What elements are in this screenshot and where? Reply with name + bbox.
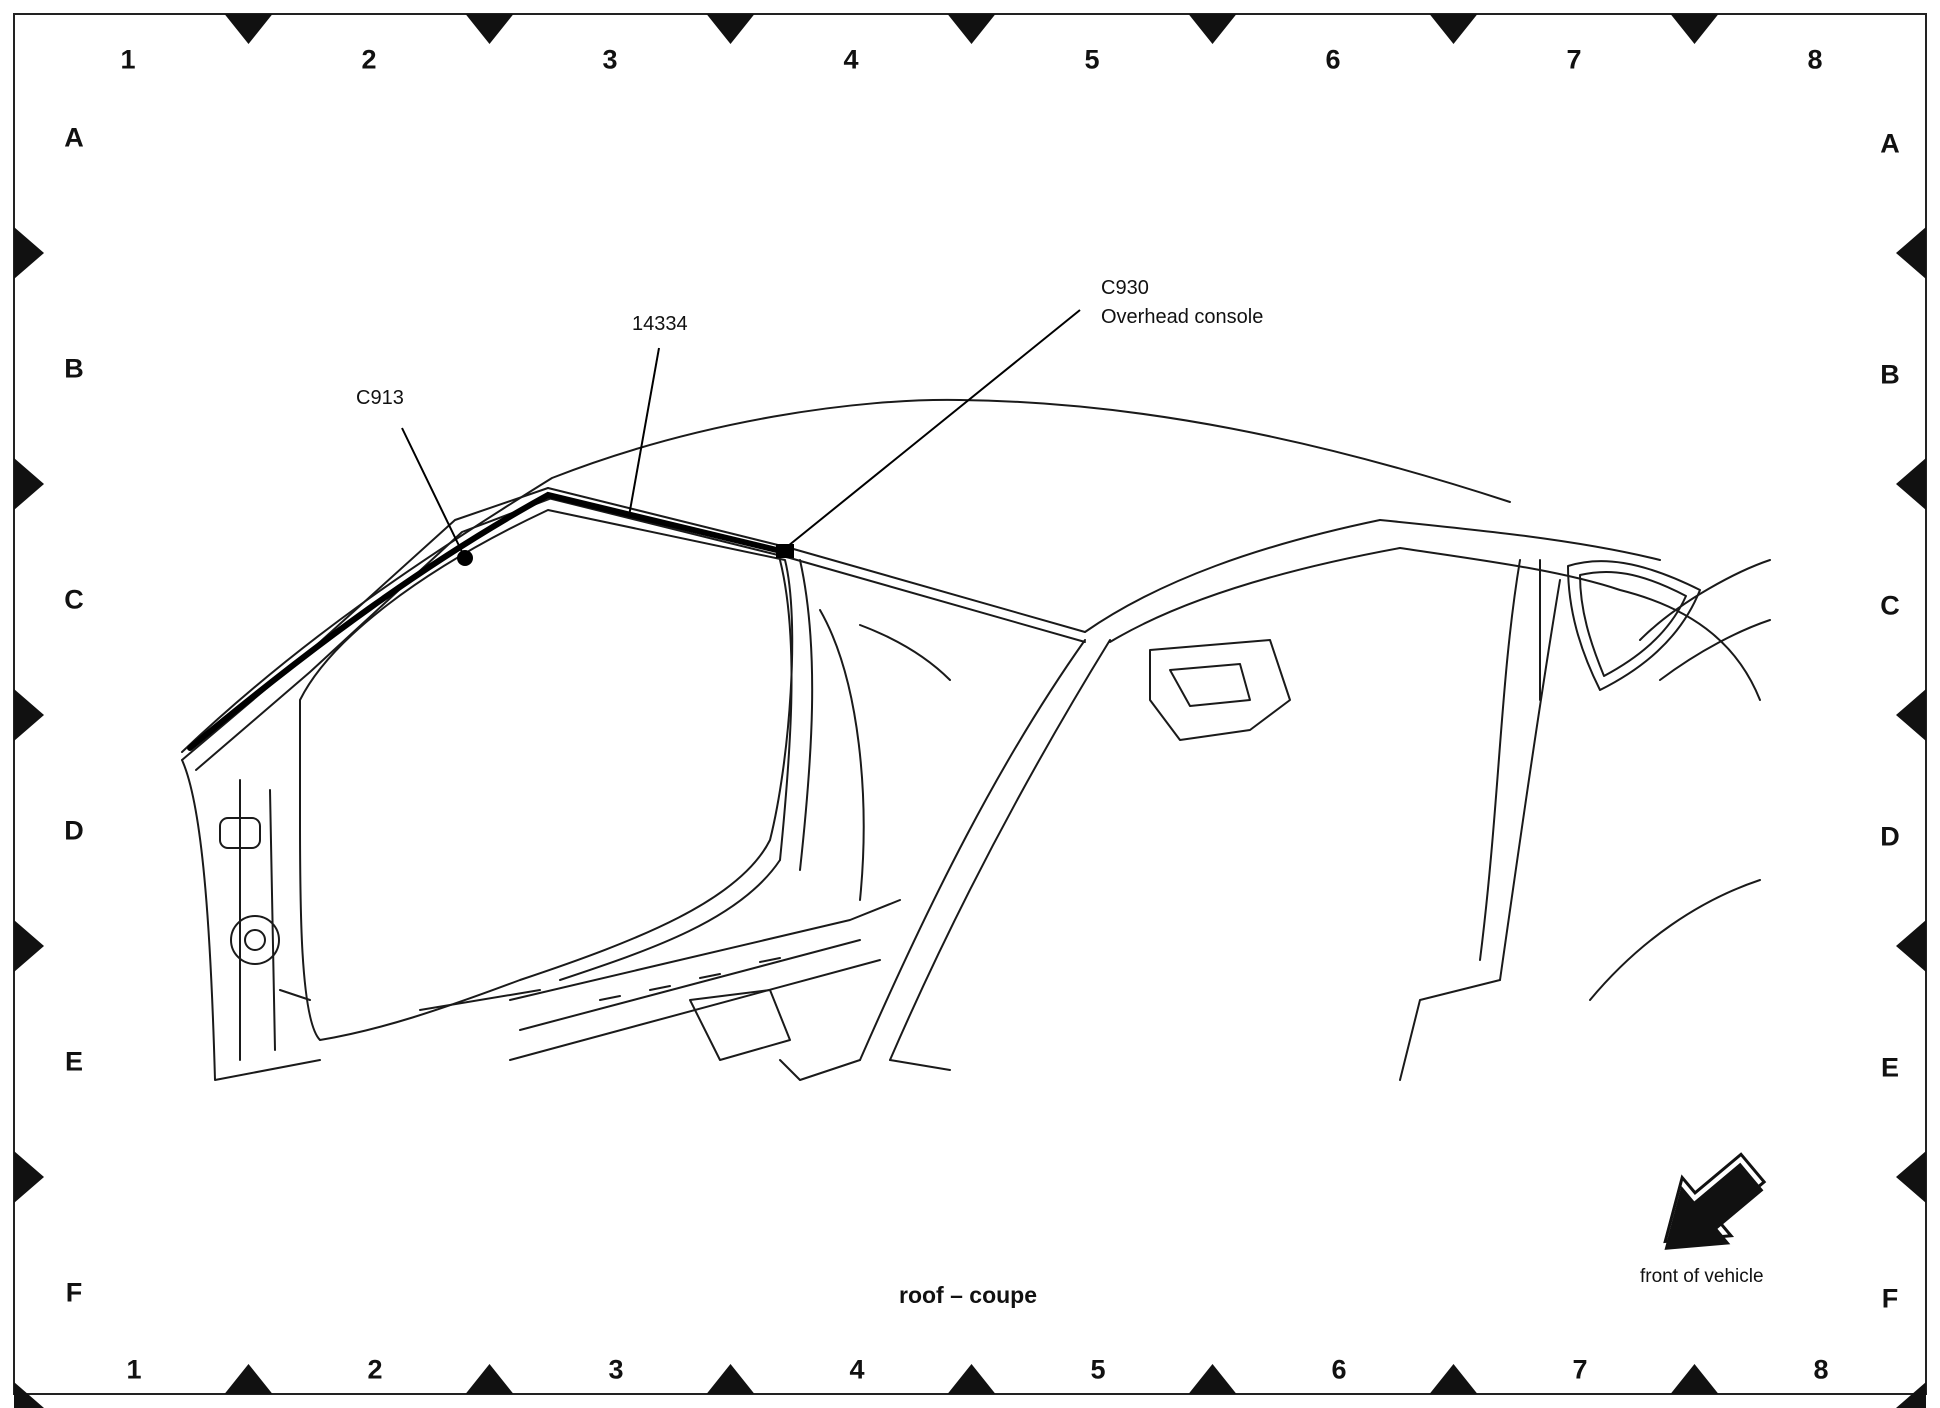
grid-marker-top xyxy=(465,14,514,44)
grid-col-label-bottom-3: 3 xyxy=(608,1354,624,1385)
leader-c913 xyxy=(401,427,465,557)
callout-c913: C913 xyxy=(356,387,404,409)
grid-marker-top xyxy=(947,14,996,44)
front-structure xyxy=(181,759,321,1081)
rear-quarter xyxy=(1379,519,1761,701)
grid-col-label-bottom-4: 4 xyxy=(849,1354,865,1385)
grid-marker-bottom xyxy=(947,1364,996,1394)
roof-drip-rail xyxy=(547,487,1086,633)
quarter-window xyxy=(1567,560,1701,691)
grid-row-label-right-C: C xyxy=(1880,590,1900,621)
grid-row-label-right-B: B xyxy=(1880,359,1900,390)
grid-col-label-top-4: 4 xyxy=(843,44,859,75)
grid-marker-right xyxy=(1896,1382,1926,1408)
c-pillar xyxy=(859,639,1111,1061)
grid-col-label-top-2: 2 xyxy=(361,44,377,75)
grid-marker-right xyxy=(1896,458,1926,510)
diagram-caption: roof – coupe xyxy=(898,1282,1038,1308)
grid-marker-right xyxy=(1896,920,1926,972)
grid-col-label-top-6: 6 xyxy=(1325,44,1341,75)
grid-marker-bottom xyxy=(1429,1364,1478,1394)
b-pillar xyxy=(779,559,814,871)
grid-marker-left xyxy=(14,227,44,279)
grid-marker-bottom xyxy=(1670,1364,1719,1394)
grid-row-label-left-F: F xyxy=(65,1277,83,1308)
wheel-arch xyxy=(819,609,951,901)
grid-marker-left xyxy=(14,920,44,972)
grid-col-label-bottom-2: 2 xyxy=(367,1354,383,1385)
front-of-vehicle-label: front of vehicle xyxy=(1640,1266,1764,1287)
grid-marker-bottom xyxy=(706,1364,755,1394)
grid-markers xyxy=(14,14,1926,1408)
grid-col-label-top-3: 3 xyxy=(602,44,618,75)
callout-c930-id: C930 xyxy=(1101,277,1149,299)
grid-row-label-left-D: D xyxy=(64,815,84,846)
grid-row-label-right-A: A xyxy=(1880,128,1900,159)
body-linework xyxy=(181,398,1771,1081)
grid-row-label-left-B: B xyxy=(64,353,84,384)
grid-row-label-right-D: D xyxy=(1880,821,1900,852)
grid-marker-top xyxy=(1188,14,1237,44)
grid-marker-left xyxy=(14,458,44,510)
grid-row-label-left-C: C xyxy=(64,584,84,615)
shelf-bracket xyxy=(1149,639,1291,741)
grid-marker-bottom xyxy=(465,1364,514,1394)
leader-14334 xyxy=(628,347,660,517)
grid-marker-top xyxy=(1670,14,1719,44)
grid-col-label-top-8: 8 xyxy=(1807,44,1823,75)
grid-marker-top xyxy=(1429,14,1478,44)
grid-marker-top xyxy=(224,14,273,44)
front-arrow-icon xyxy=(1663,1152,1767,1250)
grid-col-label-bottom-1: 1 xyxy=(126,1354,142,1385)
grid-col-label-top-5: 5 xyxy=(1084,44,1100,75)
grid-row-label-right-F: F xyxy=(1881,1283,1899,1314)
callout-c930-description: Overhead console xyxy=(1101,306,1264,328)
grid-row-label-left-E: E xyxy=(64,1046,84,1077)
roof-outline xyxy=(181,398,1511,753)
grid-marker-left xyxy=(14,689,44,741)
grid-marker-left xyxy=(14,1151,44,1203)
grid-marker-right xyxy=(1896,689,1926,741)
grid-col-label-bottom-6: 6 xyxy=(1331,1354,1347,1385)
grid-row-label-right-E: E xyxy=(1880,1052,1900,1083)
grid-row-label-left-A: A xyxy=(64,122,84,153)
connector-c930-body xyxy=(776,544,794,558)
grid-marker-right xyxy=(1896,1151,1926,1203)
grid-col-label-bottom-5: 5 xyxy=(1090,1354,1106,1385)
grid-marker-left xyxy=(14,1382,44,1408)
grid-col-label-bottom-7: 7 xyxy=(1572,1354,1588,1385)
callout-14334: 14334 xyxy=(632,313,688,335)
grid-col-label-top-7: 7 xyxy=(1566,44,1582,75)
grid-col-label-bottom-8: 8 xyxy=(1813,1354,1829,1385)
connector-c913-dot xyxy=(457,550,473,566)
grid-marker-right xyxy=(1896,227,1926,279)
grid-col-label-top-1: 1 xyxy=(120,44,136,75)
grid-marker-bottom xyxy=(1188,1364,1237,1394)
grid-marker-bottom xyxy=(224,1364,273,1394)
front-door-opening xyxy=(299,509,794,1041)
leader-lines xyxy=(401,309,1081,557)
wiring-harness xyxy=(187,491,788,751)
leader-c930 xyxy=(787,309,1081,547)
grid-marker-top xyxy=(706,14,755,44)
